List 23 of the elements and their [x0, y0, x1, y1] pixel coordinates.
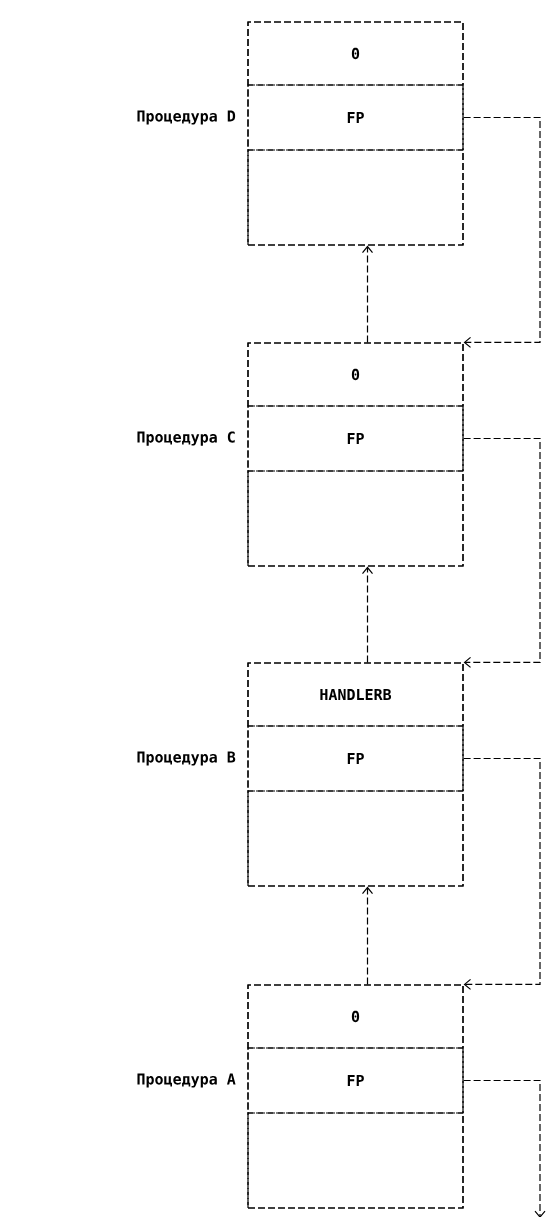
arrow: [361, 245, 374, 343]
empty-cell: [247, 470, 464, 567]
stack-cell: FP: [247, 405, 464, 472]
arrow: [361, 566, 374, 663]
arrow: [463, 1079, 546, 1217]
arrow: [361, 886, 374, 985]
stack-cell: HANDLERB: [247, 662, 464, 727]
stack-cell: FP: [247, 725, 464, 792]
stack-cell: 0: [247, 342, 464, 407]
procedure-label: Процедура D: [137, 110, 236, 125]
procedure-label: Процедура A: [137, 1073, 236, 1088]
stack-cell: FP: [247, 84, 464, 151]
arrow: [463, 116, 541, 348]
stack-cell: FP: [247, 1047, 464, 1114]
stack-cell: 0: [247, 984, 464, 1049]
procedure-label: Процедура B: [137, 751, 236, 766]
empty-cell: [247, 149, 464, 246]
stack-cell: 0: [247, 21, 464, 86]
empty-cell: [247, 1112, 464, 1209]
empty-cell: [247, 790, 464, 887]
procedure-label: Процедура C: [137, 431, 235, 446]
arrow: [463, 437, 541, 668]
arrow: [463, 757, 541, 990]
